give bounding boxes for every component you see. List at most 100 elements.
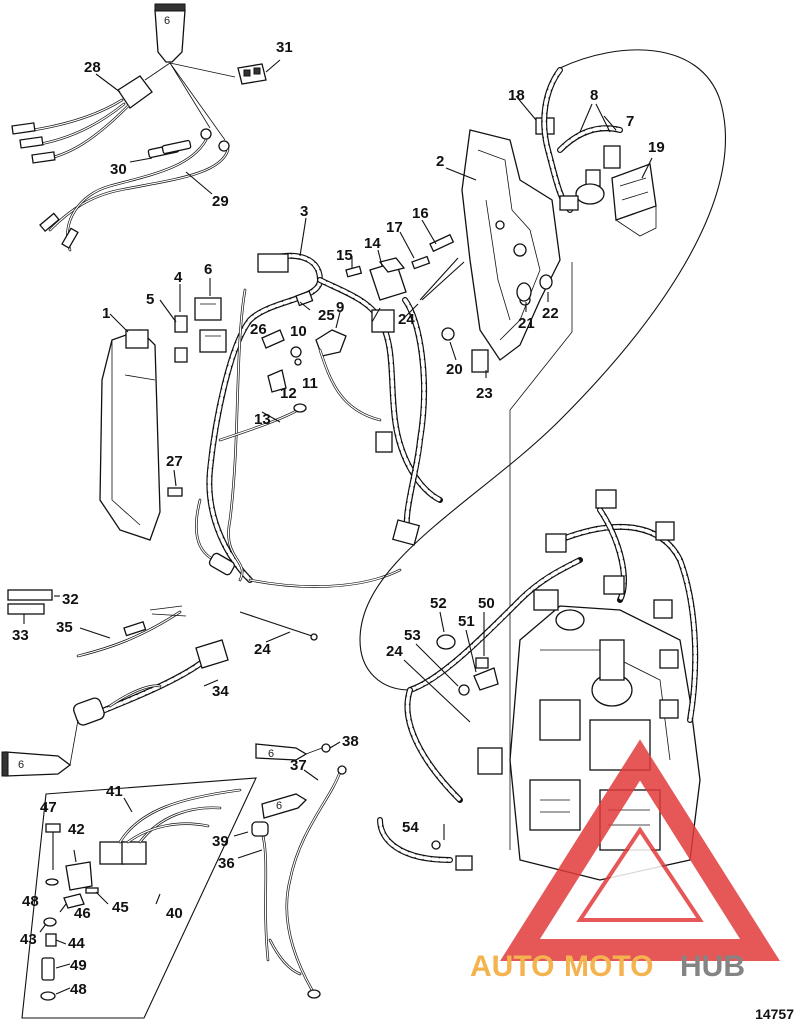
- callout-3: 3: [300, 203, 308, 220]
- automotohub-logo: AUTO MOTO HUB: [470, 739, 780, 983]
- screws-15-16-17: [345, 233, 459, 301]
- callout-36: 36: [218, 855, 235, 872]
- callout-11: 11: [302, 375, 318, 392]
- callout-38: 38: [342, 733, 359, 750]
- callout-48-bottom: 48: [70, 981, 87, 998]
- harness-35: [76, 605, 187, 658]
- callout-25: 25: [318, 307, 335, 324]
- callout-23: 23: [476, 385, 493, 402]
- callout-5: 5: [146, 291, 154, 308]
- callout-52: 52: [430, 595, 447, 612]
- svg-text:6: 6: [18, 759, 24, 771]
- callout-24-mid: 24: [254, 641, 271, 658]
- callout-10: 10: [290, 323, 307, 340]
- small-parts-cluster: [261, 290, 382, 422]
- callout-42: 42: [68, 821, 85, 838]
- callout-46: 46: [74, 905, 91, 922]
- svg-text:6: 6: [276, 800, 282, 812]
- logo-text-hub: HUB: [680, 950, 745, 983]
- callout-31: 31: [276, 39, 293, 56]
- logo-text-auto: AUTO: [470, 950, 554, 983]
- connector-31: [237, 63, 267, 85]
- engine-harness: [377, 489, 699, 871]
- callout-47: 47: [40, 799, 57, 816]
- callout-4: 4: [174, 269, 183, 286]
- fuses-4-5-6: [174, 297, 227, 363]
- harness-29: [39, 138, 230, 252]
- callout-43: 43: [20, 931, 37, 948]
- logo-text-moto: MOTO: [564, 950, 653, 983]
- parts-50-53: [436, 634, 499, 696]
- callout-2: 2: [436, 153, 444, 170]
- relay-14: [369, 257, 407, 301]
- callout-37: 37: [290, 757, 307, 774]
- kit-outline-40: [21, 777, 257, 1019]
- harness-28: [11, 75, 153, 164]
- bolt-27: [167, 487, 183, 497]
- callout-32: 32: [62, 591, 79, 608]
- callout-7: 7: [626, 113, 634, 130]
- harness-34: [73, 639, 229, 726]
- bracket-1: [99, 329, 161, 541]
- screws-30: [147, 128, 230, 159]
- ecm-bracket-2: [461, 129, 561, 361]
- harness-7-8: [541, 67, 623, 213]
- callout-9: 9: [336, 299, 344, 316]
- grommets-21-22: [516, 274, 553, 302]
- callout-29: 29: [212, 193, 229, 210]
- callout-50: 50: [478, 595, 495, 612]
- callout-22: 22: [542, 305, 559, 322]
- harness-loop: [359, 49, 726, 641]
- callout-13: 13: [254, 411, 271, 428]
- callout-41: 41: [106, 783, 123, 800]
- callout-30: 30: [110, 161, 127, 178]
- sealant-tube-top: 6: [154, 3, 186, 63]
- callout-51: 51: [458, 613, 475, 630]
- screw-20-connector-23: [441, 327, 489, 373]
- callout-labels: 31 28 30 29 18 8 7 2 19 3 17 16 14 15 4 …: [12, 39, 665, 998]
- callout-17: 17: [386, 219, 403, 236]
- callout-19: 19: [648, 139, 665, 156]
- callout-34: 34: [212, 683, 229, 700]
- callout-8: 8: [590, 87, 598, 104]
- callout-49: 49: [70, 957, 87, 974]
- hidden-line: [509, 262, 573, 850]
- callout-15: 15: [336, 247, 353, 264]
- callout-40: 40: [166, 905, 183, 922]
- callout-33: 33: [12, 627, 29, 644]
- decals-32-33: [7, 589, 53, 615]
- callout-12: 12: [280, 385, 297, 402]
- callout-20: 20: [446, 361, 463, 378]
- harness-3: [195, 252, 323, 583]
- callout-26: 26: [250, 321, 267, 338]
- bracket-19: [611, 163, 657, 237]
- sealant-tube-bottom: 6: [1, 751, 72, 777]
- callout-54: 54: [402, 819, 419, 836]
- callout-48-top: 48: [22, 893, 39, 910]
- harness-41: [99, 788, 242, 865]
- wire-13: [218, 403, 307, 442]
- callout-14: 14: [364, 235, 381, 252]
- callout-39: 39: [212, 833, 229, 850]
- callout-16: 16: [412, 205, 429, 222]
- callout-6: 6: [204, 261, 212, 278]
- battery-cables: 6 6: [251, 743, 347, 999]
- callout-45: 45: [112, 899, 129, 916]
- svg-text:6: 6: [268, 748, 274, 760]
- callout-27: 27: [166, 453, 183, 470]
- callout-24-top: 24: [398, 311, 415, 328]
- svg-text:6: 6: [164, 15, 170, 27]
- figure-number: 14757: [755, 1006, 794, 1022]
- callout-18: 18: [508, 87, 525, 104]
- callout-44: 44: [68, 935, 85, 952]
- cable-tie-24-top: [421, 261, 465, 301]
- callout-53: 53: [404, 627, 421, 644]
- callout-21: 21: [518, 315, 535, 332]
- callout-1: 1: [102, 305, 110, 322]
- callout-35: 35: [56, 619, 73, 636]
- callout-24-low: 24: [386, 643, 403, 660]
- kit-parts-42-49: [40, 823, 99, 1001]
- callout-28: 28: [84, 59, 101, 76]
- engine-block: [509, 605, 701, 881]
